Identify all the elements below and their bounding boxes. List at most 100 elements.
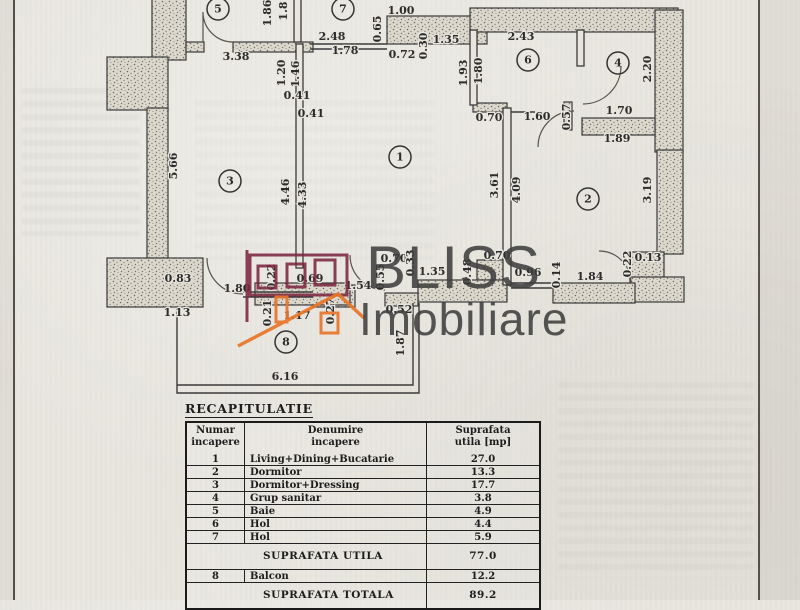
dimension-label: 4.46 xyxy=(279,178,292,205)
door-arcs xyxy=(202,11,632,295)
header-suprafata: Suprafata utila [mp] xyxy=(454,425,512,448)
svg-text:1: 1 xyxy=(396,151,404,164)
dimension-label: 0.41 xyxy=(298,107,325,120)
row-area: 13.3 xyxy=(470,466,496,478)
svg-text:6: 6 xyxy=(524,54,532,67)
suprafata-utila-label: SUPRAFATA UTILA xyxy=(245,544,427,569)
dimension-label: 6.16 xyxy=(272,370,299,383)
suprafata-totala-value: 89.2 xyxy=(469,589,497,601)
dimension-label: 0.30 xyxy=(417,32,430,59)
room-number-1: 1 xyxy=(388,145,412,169)
row-name: Grup sanitar xyxy=(245,492,427,504)
balcon-label: Balcon xyxy=(245,570,427,582)
suprafata-utila-row: SUPRAFATA UTILA 77.0 xyxy=(187,543,539,569)
dimension-label: 0.70 xyxy=(476,111,503,124)
suprafata-totala-label: SUPRAFATA TOTALA xyxy=(245,583,427,608)
dimension-label: 1.20 xyxy=(275,59,288,86)
row-number: 2 xyxy=(187,466,245,478)
page-border-left xyxy=(13,0,15,600)
dimension-label: 1.80 xyxy=(472,57,485,84)
svg-text:5: 5 xyxy=(214,3,222,16)
row-area: 5.9 xyxy=(474,531,492,543)
dimension-label: 4.33 xyxy=(296,182,309,209)
dimension-label: 0.41 xyxy=(284,89,311,102)
dimension-label: 3.38 xyxy=(223,50,250,63)
dimension-label: 1.70 xyxy=(606,104,633,117)
row-number: 1 xyxy=(187,453,245,465)
header-denumire: Denumire incapere xyxy=(245,423,427,453)
page-edge-left xyxy=(0,0,13,600)
dimension-label: 1.13 xyxy=(164,306,191,319)
watermark-bliss: BLISS xyxy=(366,234,542,301)
dimension-label: 2.48 xyxy=(319,30,346,43)
row-area: 4.4 xyxy=(474,518,492,530)
dimension-label: 2.43 xyxy=(508,30,535,43)
svg-text:8: 8 xyxy=(282,336,290,349)
bleed-through-text-left xyxy=(22,88,140,236)
suprafata-totala-row: SUPRAFATA TOTALA 89.2 xyxy=(187,582,539,608)
suprafata-utila-value: 77.0 xyxy=(469,550,497,562)
svg-text:7: 7 xyxy=(339,3,347,16)
dimension-label: 1.80 xyxy=(224,282,251,295)
dimension-label: 0.83 xyxy=(165,272,192,285)
windows-and-balcony xyxy=(176,43,553,394)
dimension-label: 0.69 xyxy=(297,272,324,285)
dimension-label: 0.70 xyxy=(484,249,511,262)
dimension-label: 0.57 xyxy=(560,104,573,131)
dimension-label: 1.35 xyxy=(433,33,460,46)
row-number: 7 xyxy=(187,531,245,543)
dimension-label: 0.21 xyxy=(261,300,274,327)
row-number: 5 xyxy=(187,505,245,517)
row-number: 4 xyxy=(187,492,245,504)
dimension-label: 4.09 xyxy=(510,177,523,204)
bleed-through-text-right xyxy=(558,382,754,578)
row-area: 3.8 xyxy=(474,492,492,504)
svg-text:2: 2 xyxy=(584,193,592,206)
svg-text:3: 3 xyxy=(226,175,234,188)
room-number-4: 4 xyxy=(606,51,630,75)
dimension-label: 0.96 xyxy=(515,266,542,279)
recap-table: Numar incapere Denumire incapere Suprafa… xyxy=(185,421,541,610)
row-area: 4.9 xyxy=(474,505,492,517)
room-number-7: 7 xyxy=(331,0,355,21)
page-border-right xyxy=(758,0,760,600)
dimension-label: 1.87 xyxy=(394,330,407,357)
row-name: Hol xyxy=(245,531,427,543)
room-numbers: 1 2 3 4 5 6 7 8 xyxy=(206,0,630,354)
dimension-label: 0.55 xyxy=(374,264,387,291)
dimension-label: 0.13 xyxy=(635,251,662,264)
dimension-label: 1.84 xyxy=(577,270,604,283)
svg-text:4: 4 xyxy=(614,57,622,70)
row-name: Hol xyxy=(245,518,427,530)
room-number-8: 8 xyxy=(274,330,298,354)
dimension-label: 0.70 xyxy=(381,252,408,265)
room-number-2: 2 xyxy=(576,187,600,211)
dimension-label: 1.35 xyxy=(419,265,446,278)
dimension-label: 0.14 xyxy=(550,261,563,288)
dimension-label: 0.33 xyxy=(404,250,417,277)
orange-house-logo xyxy=(237,291,366,348)
room-number-5: 5 xyxy=(206,0,230,21)
dimension-label: 0.48 xyxy=(461,258,474,285)
row-name: Living+Dining+Bucatarie xyxy=(245,453,427,465)
outer-walls xyxy=(106,0,685,308)
dimension-label: 1.78 xyxy=(332,44,359,57)
header-numar: Numar incapere xyxy=(187,423,245,453)
dimension-label: 1.60 xyxy=(524,110,551,123)
partition-walls xyxy=(293,0,585,286)
row-number: 3 xyxy=(187,479,245,491)
watermark-imobiliare: Imobiliare xyxy=(359,293,569,345)
dimension-label: 5.66 xyxy=(167,152,180,179)
dimension-label: 1.89 xyxy=(604,132,631,145)
row-name: Dormitor+Dressing xyxy=(245,479,427,491)
dimension-label: 0.52 xyxy=(386,303,413,316)
dimension-label: 1.00 xyxy=(388,4,415,17)
